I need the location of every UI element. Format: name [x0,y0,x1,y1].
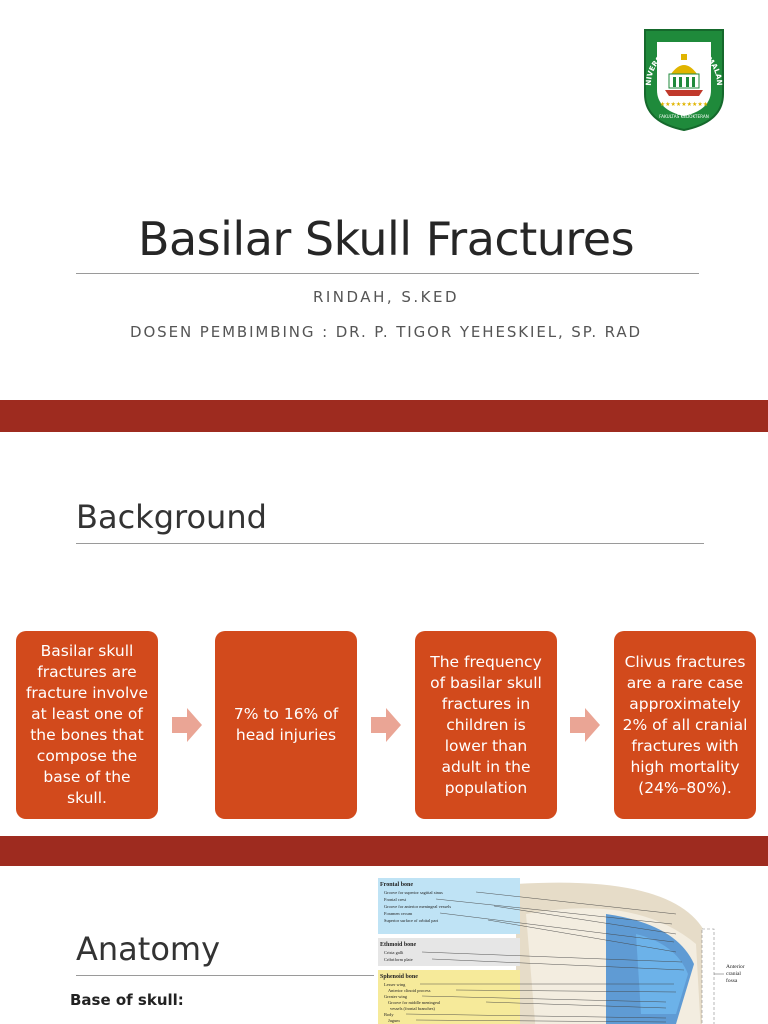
fossa-bracket [701,928,715,1024]
figure-item-label: Frontal crest [384,897,407,902]
seal-bottom-text: FAKULTAS KEDOKTERAN [659,114,709,119]
arrow-right-icon [172,708,202,742]
figure-item-label: Body [384,1012,394,1017]
fossa-highlight [636,934,688,1014]
university-seal-icon: UNIVERSITAS ISLAM MALANG ★★★★★★★★★ FAKUL… [637,24,724,132]
title-divider [76,273,699,274]
figure-item-label: Jugum [388,1018,400,1023]
base-of-skull-label: Base of skull: [70,991,184,1009]
sphenoid-bone-box [378,970,520,1024]
heading-divider [76,543,704,544]
figure-item-label: Foramen cecum [384,911,413,916]
background-slide: Background Basilar skull fractures are f… [0,432,768,836]
arrow-right-icon [570,708,600,742]
process-box-1: Basilar skull fractures are fracture inv… [16,631,158,819]
anatomy-slide: Anatomy Base of skull: Frontal bone Groo… [0,866,768,1024]
figure-group-label: Sphenoid bone [380,974,418,980]
figure-item-label: vessels (frontal branches) [390,1006,435,1011]
figure-item-label: Anterior clinoid process [388,988,431,993]
heading-divider [76,975,374,976]
figure-item-label: Superior surface of orbital part [384,918,439,923]
figure-item-label: Groove for superior sagittal sinus [384,890,443,895]
title-slide: UNIVERSITAS ISLAM MALANG ★★★★★★★★★ FAKUL… [0,0,768,400]
figure-item-label: Lesser wing [384,982,406,987]
figure-item-label: Groove for anterior meningeal vessels [384,904,451,909]
anatomy-heading: Anatomy [76,930,221,968]
presentation-title: Basilar Skull Fractures [137,212,635,266]
figure-item-label: Greater wing [384,994,408,999]
ethmoid-bone-box [378,938,520,966]
process-box-3: The frequency of basilar skull fractures… [415,631,557,819]
frontal-bone-box [378,878,520,934]
seal-stars: ★★★★★★★★★ [660,101,708,108]
fossa-side-label: cranial [726,971,741,977]
skull-base-diagram: Frontal bone Groove for superior sagitta… [378,878,745,1024]
background-heading: Background [76,498,267,536]
figure-item-label: Groove for middle meningeal [388,1000,441,1005]
slide-separator [0,400,768,432]
process-box-2: 7% to 16% of head injuries [215,631,357,819]
fossa-side-label: Anterior [726,964,745,970]
figure-item-label: Cribriform plate [384,957,413,962]
slide-separator [0,836,768,866]
process-box-4: Clivus fractures are a rare case approxi… [614,631,756,819]
supervisor-name: DOSEN PEMBIMBING : DR. P. TIGOR YEHESKIE… [130,323,642,341]
leader-lines [405,891,724,1023]
author-name: RINDAH, S.KED [312,288,460,306]
fossa-side-label: fossa [726,977,738,984]
arrow-right-icon [371,708,401,742]
figure-item-label: Crista galli [384,950,404,955]
figure-group-label: Ethmoid bone [380,942,417,948]
figure-group-label: Frontal bone [380,882,413,888]
